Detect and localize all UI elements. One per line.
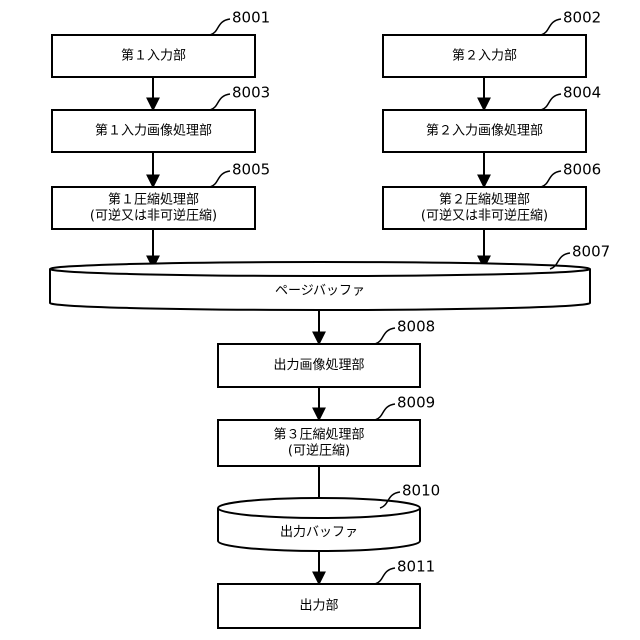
pagebuf-label-1: ページバッファ <box>275 284 365 299</box>
outbuf-ref-number: 8010 <box>402 482 440 500</box>
input1-label-1: 第１入力部 <box>121 49 186 64</box>
node-comp1: 第１圧縮処理部(可逆又は非可逆圧縮) 8005 <box>52 161 270 230</box>
node-imgproc2: 第２入力画像処理部 8004 <box>383 84 601 153</box>
node-comp2: 第２圧縮処理部(可逆又は非可逆圧縮) 8006 <box>383 161 601 230</box>
imgproc2-leader <box>541 94 561 110</box>
comp3-ref-number: 8009 <box>397 394 435 412</box>
comp2-label-1: 第２圧縮処理部 <box>439 192 530 208</box>
node-imgproc1: 第１入力画像処理部 8003 <box>52 84 270 153</box>
output-label-1: 出力部 <box>299 599 338 614</box>
comp2-ref-number: 8006 <box>563 161 601 179</box>
outbuf-top <box>218 498 420 518</box>
input1-ref-number: 8001 <box>232 9 270 27</box>
output-ref-number: 8011 <box>397 558 435 576</box>
imgproc1-label-1: 第１入力画像処理部 <box>95 124 212 139</box>
node-outbuf: 出力バッファ 8010 <box>218 482 440 552</box>
comp2-leader <box>541 171 561 187</box>
outproc-label-1: 出力画像処理部 <box>273 358 364 373</box>
outbuf-label-1: 出力バッファ <box>280 525 358 540</box>
imgproc2-label-1: 第２入力画像処理部 <box>426 124 543 139</box>
node-comp3: 第３圧縮処理部(可逆圧縮) 8009 <box>218 394 435 467</box>
nodes: 第１入力部 8001 第２入力部 8002 第１入力画像処理部 8003 第２入力画像処理部… <box>50 9 610 629</box>
comp3-label-1: 第３圧縮処理部 <box>273 427 364 443</box>
input1-leader <box>210 19 230 35</box>
pagebuf-top <box>50 262 590 276</box>
imgproc1-ref-number: 8003 <box>232 84 270 102</box>
output-leader <box>375 568 395 584</box>
node-pagebuf: ページバッファ 8007 <box>50 243 610 311</box>
node-outproc: 出力画像処理部 8008 <box>218 318 435 388</box>
comp1-ref-number: 8005 <box>232 161 270 179</box>
comp2-label-2: (可逆又は非可逆圧縮) <box>421 208 548 224</box>
imgproc2-ref-number: 8004 <box>563 84 601 102</box>
input2-ref-number: 8002 <box>563 9 601 27</box>
input2-label-1: 第２入力部 <box>452 49 517 64</box>
node-input2: 第２入力部 8002 <box>383 9 601 78</box>
comp3-label-2: (可逆圧縮) <box>288 443 350 459</box>
comp3-leader <box>375 404 395 420</box>
imgproc1-leader <box>210 94 230 110</box>
comp1-label-1: 第１圧縮処理部 <box>108 192 199 208</box>
comp1-label-2: (可逆又は非可逆圧縮) <box>90 208 217 224</box>
pagebuf-ref-number: 8007 <box>572 243 610 261</box>
comp1-leader <box>210 171 230 187</box>
node-input1: 第１入力部 8001 <box>52 9 270 78</box>
outproc-ref-number: 8008 <box>397 318 435 336</box>
input2-leader <box>541 19 561 35</box>
outproc-leader <box>375 328 395 344</box>
node-output: 出力部 8011 <box>218 558 435 629</box>
